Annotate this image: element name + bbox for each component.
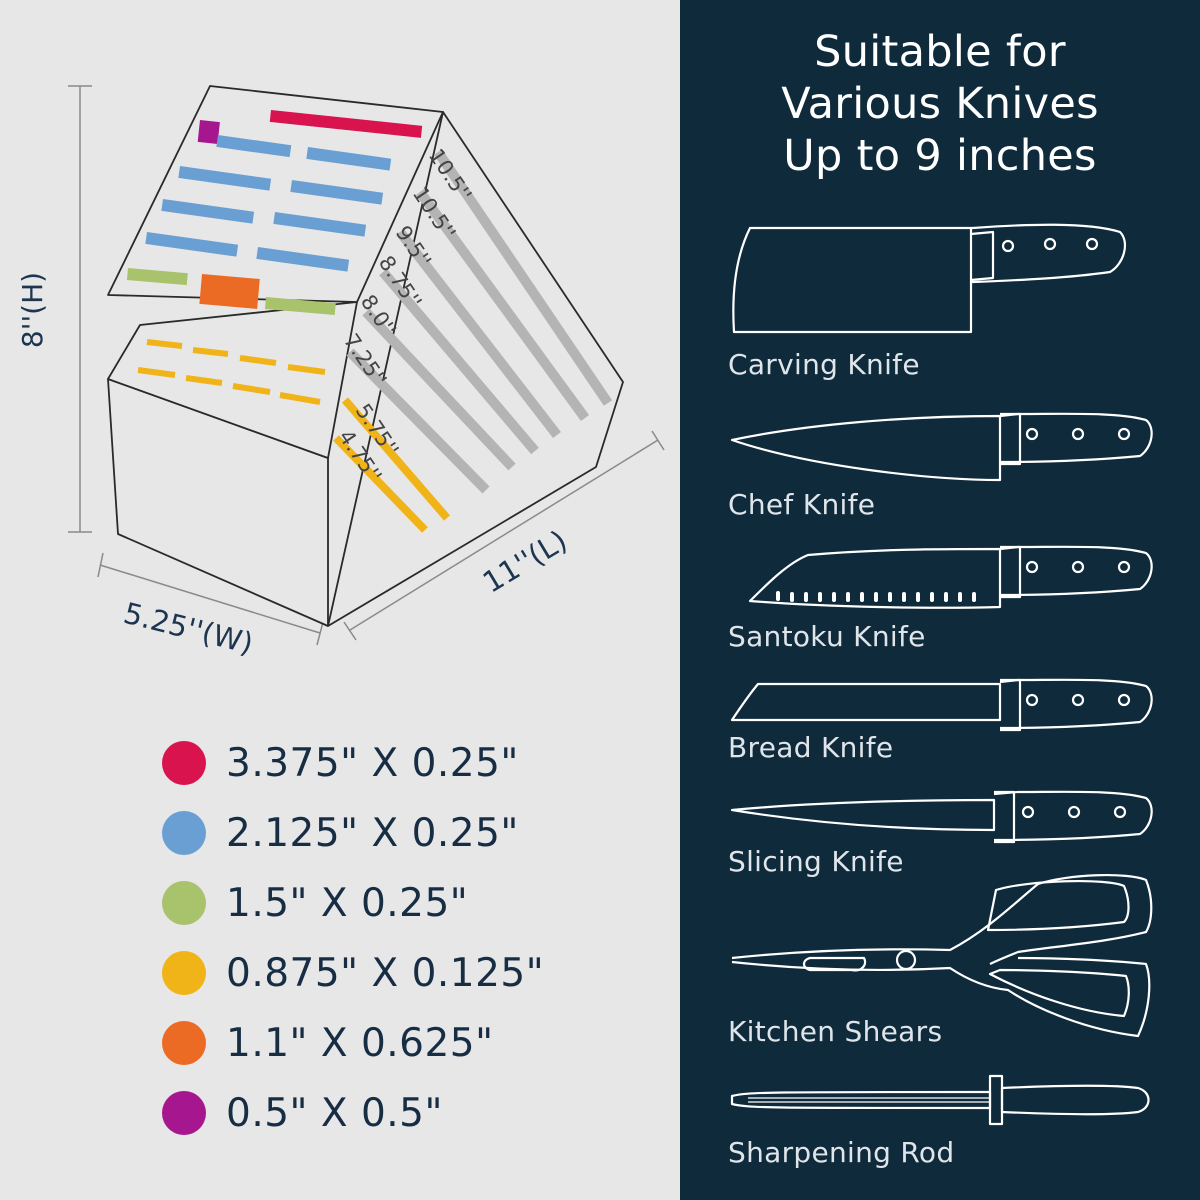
knife-block-diagram: 10.5'' 10.5'' 9.5'' 8.75'' 8.0'' 7.25'' … [16, 85, 665, 661]
bread-knife-icon [730, 678, 1153, 732]
slot-orange [199, 274, 260, 309]
legend-swatch-green [162, 881, 206, 925]
headline-line: Up to 9 inches [783, 131, 1097, 181]
legend-item: 2.125" X 0.25" [162, 798, 544, 868]
legend-item: 1.1" X 0.625" [162, 1008, 544, 1078]
legend-swatch-orange [162, 1021, 206, 1065]
headline: Suitable for Various Knives Up to 9 inch… [680, 26, 1200, 182]
legend-item: 0.5" X 0.5" [162, 1078, 544, 1148]
knife-label: Carving Knife [728, 348, 920, 381]
legend-item: 3.375" X 0.25" [162, 728, 544, 798]
yellow-slots [333, 397, 451, 533]
block-body [107, 85, 624, 627]
slicing-knife-icon [730, 790, 1153, 844]
slots-yellow-dashes [137, 339, 326, 405]
legend-swatch-yellow [162, 951, 206, 995]
slot-purple [197, 120, 220, 144]
headline-line: Suitable for [814, 27, 1066, 77]
legend-swatch-blue [162, 811, 206, 855]
santoku-knife-icon [748, 545, 1153, 609]
legend-item: 1.5" X 0.25" [162, 868, 544, 938]
height-label: 8''(H) [16, 272, 49, 348]
cleaver-icon [732, 223, 1127, 334]
legend-label: 2.125" X 0.25" [226, 810, 519, 856]
knife-label: Kitchen Shears [728, 1015, 943, 1048]
legend-swatch-purple [162, 1091, 206, 1135]
right-panel [680, 0, 1200, 1200]
knife-label: Sharpening Rod [728, 1136, 955, 1169]
slots-green [126, 268, 336, 316]
knife-label: Bread Knife [728, 731, 894, 764]
length-label: 11''(L) [477, 523, 573, 599]
legend-swatch-red [162, 741, 206, 785]
legend-label: 0.875" X 0.125" [226, 950, 545, 996]
knife-label: Chef Knife [728, 488, 876, 521]
width-label: 5.25''(W) [120, 596, 256, 661]
chef-knife-icon [730, 412, 1153, 482]
slot-red [269, 110, 423, 138]
legend-label: 3.375" X 0.25" [226, 740, 519, 786]
knife-label: Slicing Knife [728, 845, 904, 878]
legend-label: 0.5" X 0.5" [226, 1090, 443, 1136]
sharpening-rod-icon [730, 1074, 1150, 1126]
headline-line: Various Knives [781, 79, 1099, 129]
legend-item: 0.875" X 0.125" [162, 938, 544, 1008]
slot-size-legend: 3.375" X 0.25" 2.125" X 0.25" 1.5" X 0.2… [162, 728, 544, 1148]
knife-label: Santoku Knife [728, 620, 926, 653]
legend-label: 1.5" X 0.25" [226, 880, 469, 926]
legend-label: 1.1" X 0.625" [226, 1020, 494, 1066]
slots-blue [145, 135, 392, 272]
kitchen-shears-icon [731, 874, 1153, 1038]
dimension-lines [68, 85, 665, 646]
gray-slots [346, 149, 613, 494]
